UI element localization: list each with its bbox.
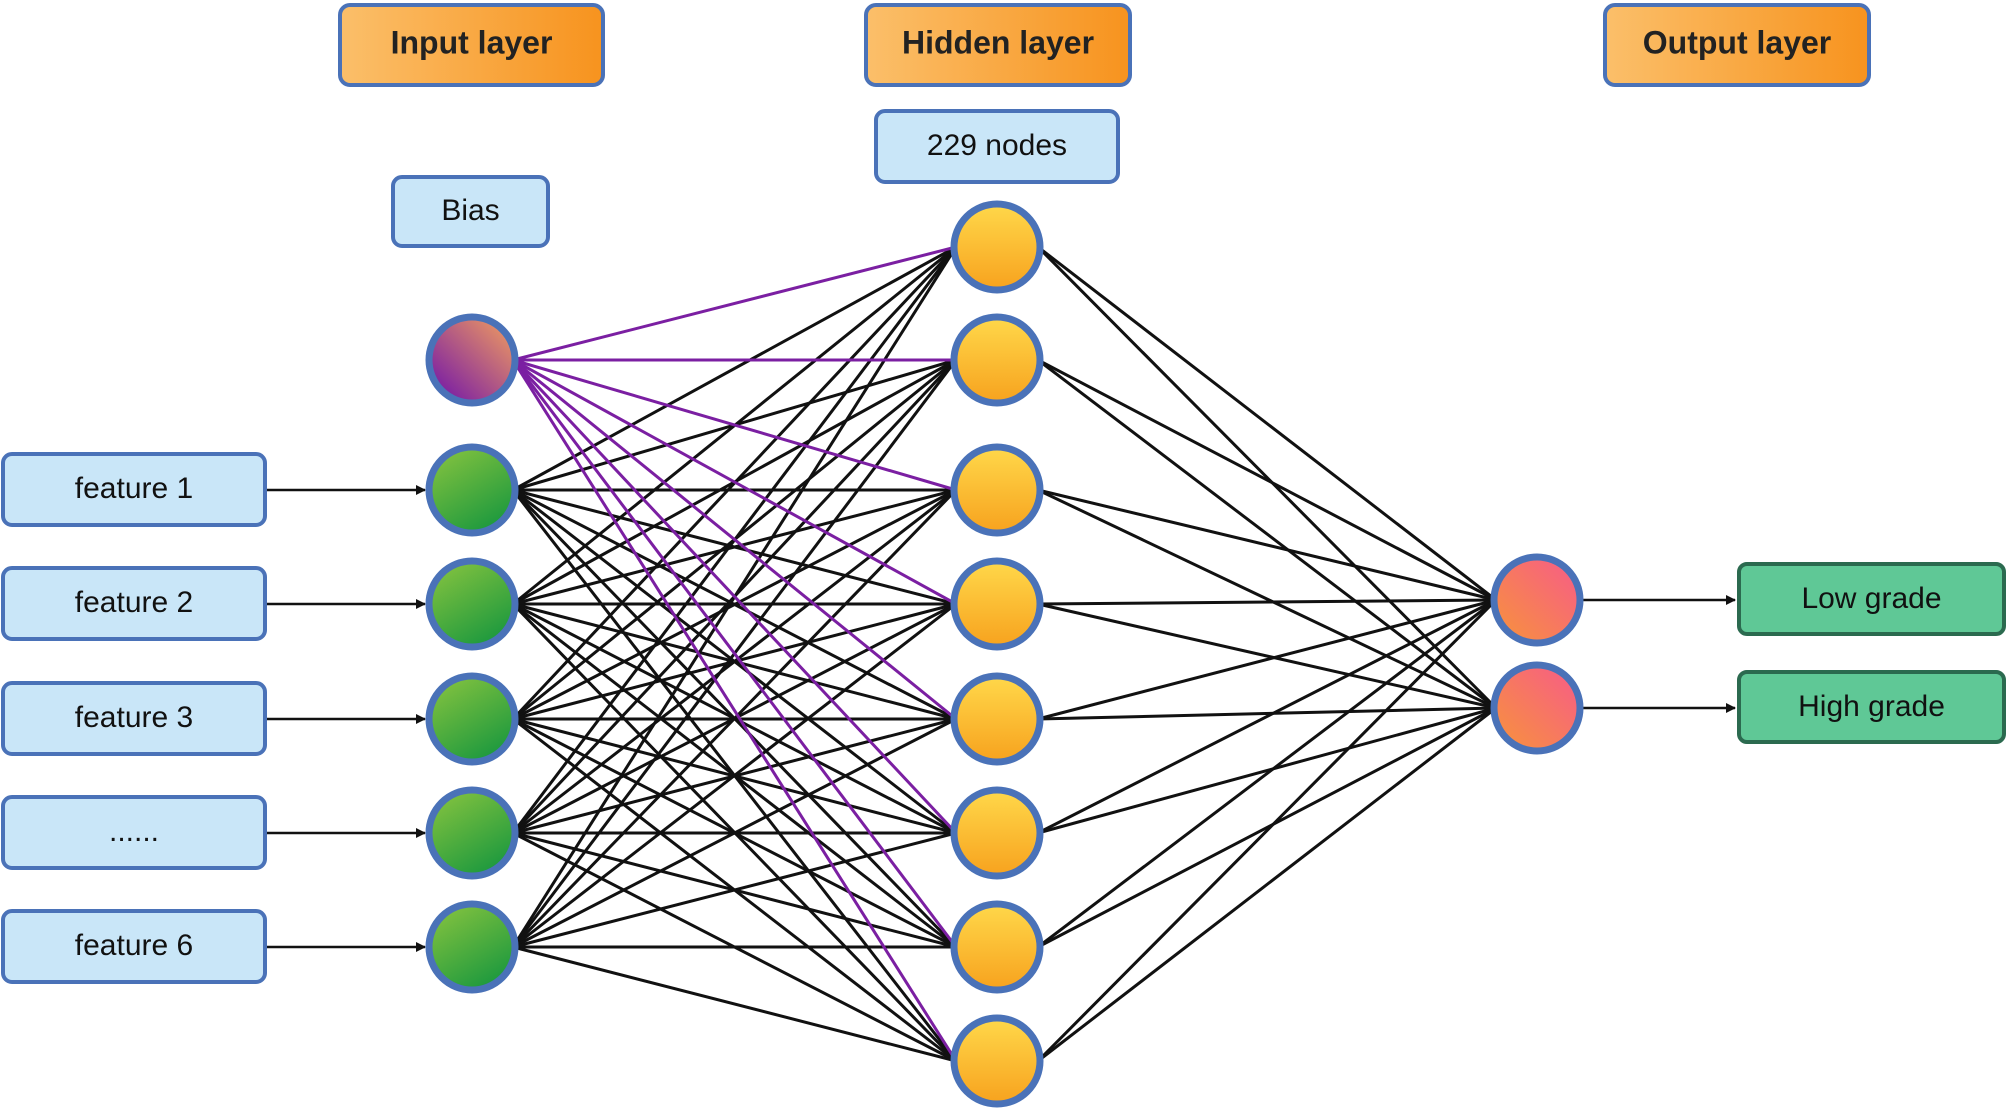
hidden-node xyxy=(950,786,1044,880)
bias-label-text: Bias xyxy=(441,194,499,227)
input-layer-title-text: Input layer xyxy=(391,24,553,60)
hidden-node xyxy=(950,1014,1044,1108)
hidden-output-edge xyxy=(1037,245,1497,602)
bias-hidden-edge xyxy=(512,358,957,721)
bias-hidden-edge xyxy=(511,358,958,835)
input-feature-box: ...... xyxy=(1,795,267,870)
input-node xyxy=(425,786,519,880)
bias-hidden-edge xyxy=(512,358,957,606)
hidden-output-edge xyxy=(1036,245,1498,710)
hidden-nodes-count-text: 229 nodes xyxy=(927,129,1067,162)
hidden-node xyxy=(950,672,1044,766)
hidden-output-edge xyxy=(1037,706,1497,1063)
hidden-output-edge xyxy=(1037,598,1497,606)
input-hidden-edge xyxy=(512,245,957,492)
output-node xyxy=(1490,553,1584,647)
hidden-node xyxy=(950,443,1044,537)
input-feature-box: feature 1 xyxy=(1,452,267,527)
hidden-output-edge xyxy=(1037,358,1497,602)
input-feature-box: feature 3 xyxy=(1,681,267,756)
hidden-layer-title: Hidden layer xyxy=(864,3,1132,87)
hidden-node xyxy=(950,900,1044,994)
input-feature-label: feature 1 xyxy=(75,472,193,505)
hidden-nodes-count-rect xyxy=(874,109,1120,184)
input-layer-title: Input layer xyxy=(338,3,605,87)
input-feature-label: feature 6 xyxy=(75,929,193,962)
output-layer-title-text: Output layer xyxy=(1643,24,1831,60)
bias-label-box: Bias xyxy=(391,175,550,248)
input-hidden-edge xyxy=(512,488,957,721)
hidden-node xyxy=(950,313,1044,407)
hidden-output-edge xyxy=(1037,706,1497,721)
hidden-nodes-count-box: 229 nodes xyxy=(874,109,1120,184)
input-hidden-edge xyxy=(512,488,957,835)
network-nodes xyxy=(425,200,1584,1108)
hidden-output-edge xyxy=(1037,598,1497,721)
bias-hidden-edge xyxy=(512,358,957,492)
hidden-output-edge xyxy=(1037,706,1497,949)
bias-hidden-edge xyxy=(511,359,958,948)
output-grade-box: High grade xyxy=(1737,670,2006,744)
input-feature-label: feature 2 xyxy=(75,586,193,619)
bias-label-rect xyxy=(391,175,550,248)
input-node xyxy=(425,672,519,766)
output-layer-title: Output layer xyxy=(1603,3,1871,87)
input-feature-label: feature 3 xyxy=(75,701,193,734)
output-node xyxy=(1490,661,1584,755)
hidden-output-edge xyxy=(1037,488,1497,710)
output-grade-box: Low grade xyxy=(1737,562,2006,636)
input-hidden-edge xyxy=(512,831,957,949)
input-node xyxy=(425,900,519,994)
input-hidden-edge xyxy=(512,488,957,606)
input-hidden-edge xyxy=(512,945,957,1063)
bias-hidden-edge xyxy=(512,245,957,362)
input-feature-label: ...... xyxy=(109,815,159,848)
hidden-output-edge xyxy=(1037,598,1497,949)
input-hidden-edge xyxy=(511,488,958,949)
output-grade-labels: Low grade High grade xyxy=(1737,562,2006,744)
connection-edges xyxy=(511,245,1498,1063)
hidden-output-edge xyxy=(1037,598,1497,835)
bias-hidden-edge xyxy=(511,359,958,1062)
hidden-node xyxy=(950,200,1044,294)
input-node xyxy=(425,443,519,537)
bias-node xyxy=(425,313,519,407)
hidden-output-edge xyxy=(1036,598,1498,1063)
hidden-output-edge xyxy=(1037,706,1497,835)
input-hidden-edge xyxy=(512,602,957,949)
input-feature-box: feature 2 xyxy=(1,566,267,641)
hidden-output-edge xyxy=(1037,488,1497,602)
output-grade-label: High grade xyxy=(1798,690,1945,723)
arrows xyxy=(267,485,1736,952)
hidden-output-edge xyxy=(1037,602,1497,710)
input-feature-labels: feature 1 feature 2 feature 3 ...... fea… xyxy=(1,452,267,984)
output-grade-label: Low grade xyxy=(1801,582,1941,615)
hidden-output-edge xyxy=(1037,358,1497,710)
input-feature-box: feature 6 xyxy=(1,909,267,984)
hidden-layer-title-text: Hidden layer xyxy=(902,24,1094,60)
input-node xyxy=(425,557,519,651)
hidden-node xyxy=(950,557,1044,651)
input-hidden-edge xyxy=(512,717,957,949)
